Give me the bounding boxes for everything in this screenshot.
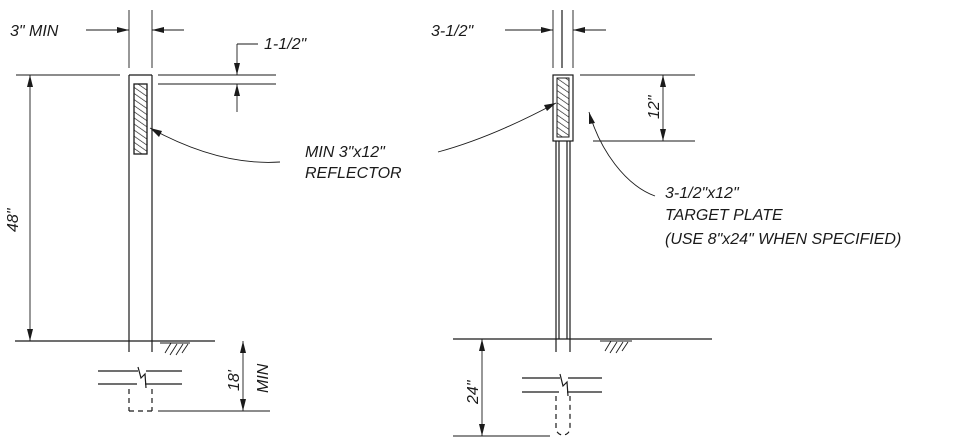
left-break-symbol: [98, 366, 182, 389]
left-height-label: 48": [5, 207, 22, 232]
left-width-dimension: [86, 10, 184, 68]
right-soil-hatch: [600, 340, 632, 354]
reflector-callout-line2: REFLECTOR: [305, 165, 402, 182]
right-embedded-post: [555, 396, 571, 436]
right-break-symbol: [522, 373, 602, 397]
right-width-label: 3-1/2": [431, 23, 474, 40]
right-plate-height-label: 12": [646, 94, 663, 119]
right-target-plate: [552, 74, 574, 142]
left-embedment-suffix: MIN: [255, 363, 272, 393]
right-post: [555, 10, 571, 352]
left-width-label: 3" MIN: [10, 23, 59, 40]
right-embedment-dimension: [453, 339, 550, 437]
reflector-callout-line1: MIN 3"x12": [305, 144, 386, 161]
left-offset-dimension: [158, 43, 276, 112]
target-plate-callout-line2: TARGET PLATE: [665, 207, 783, 224]
left-embedment-number: 18': [226, 369, 243, 391]
right-plate-dimension: [580, 74, 695, 142]
right-embedment-label: 24": [465, 379, 482, 405]
left-post: [128, 74, 153, 352]
left-embedded-post: [128, 389, 153, 412]
left-embedment-dimension: [158, 341, 270, 412]
right-plate-hatch: [556, 77, 570, 138]
left-offset-label: 1-1/2": [264, 36, 307, 53]
right-plate-leader: [588, 111, 656, 197]
right-width-dimension: [505, 10, 606, 68]
left-reflector: [133, 83, 148, 155]
target-plate-callout-line3: (USE 8"x24" WHEN SPECIFIED): [665, 231, 901, 248]
reflector-leaders: [149, 102, 557, 163]
target-plate-callout-line1: 3-1/2"x12": [665, 185, 740, 202]
left-post-detail: 3" MIN 1-1/2" 48" 18' MIN: [5, 10, 307, 412]
right-post-detail: 3-1/2" 12" 24": [431, 10, 712, 437]
left-height-dimension: [16, 74, 120, 341]
left-soil-hatch: [160, 342, 190, 356]
